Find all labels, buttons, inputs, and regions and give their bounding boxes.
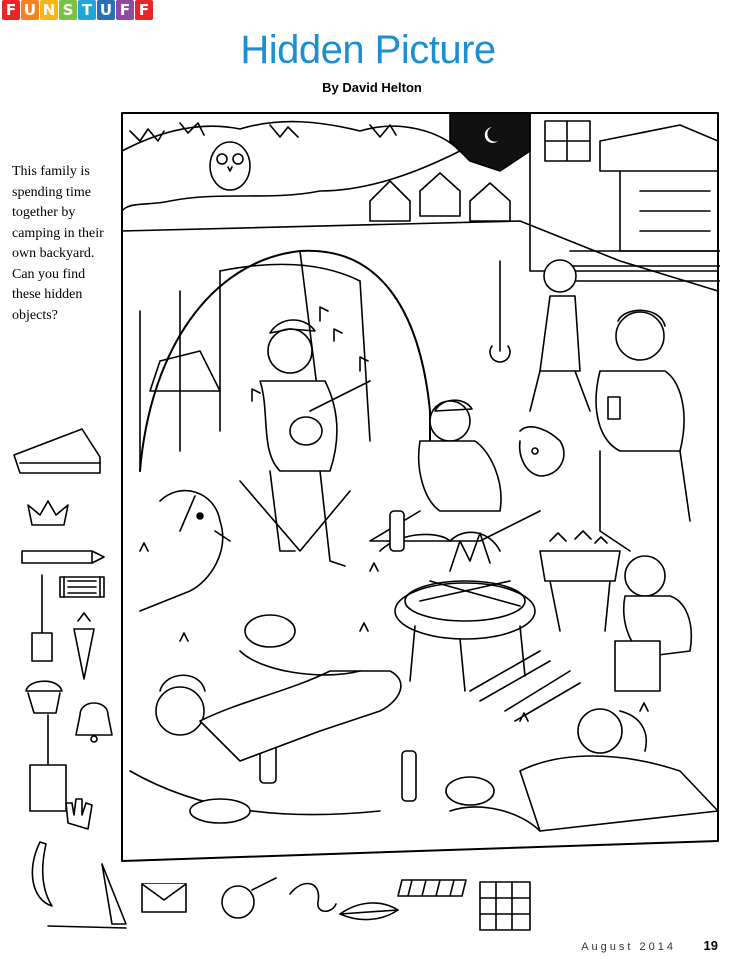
hidden-objects-column: [13, 428, 113, 830]
camping-scene-illustration: [121, 112, 720, 862]
bell-icon: [75, 702, 113, 743]
brand-letter: F: [2, 0, 20, 20]
page-title: Hidden Picture: [240, 28, 496, 72]
shovel-icon: [31, 574, 53, 662]
paintbrush-icon: [29, 714, 67, 812]
crown-icon: [27, 500, 69, 526]
leaf-icon: [339, 902, 399, 921]
brand-letter: U: [21, 0, 39, 20]
carrot-icon: [73, 612, 95, 680]
hidden-objects-row: [31, 841, 531, 931]
pie-slice-icon: [13, 428, 101, 474]
banana-icon: [31, 841, 53, 907]
cupcake-icon: [25, 680, 63, 714]
page-number: 19: [703, 938, 718, 953]
envelope-icon: [141, 883, 187, 913]
brand-letter: F: [116, 0, 134, 20]
intro-text: This family is spending time together by…: [12, 164, 104, 323]
brand-letter: T: [78, 0, 96, 20]
pencil-icon: [21, 550, 105, 564]
byline: By David Helton: [322, 80, 422, 95]
brand-letter: U: [97, 0, 115, 20]
glove-icon: [65, 798, 93, 830]
magnifying-glass-icon: [221, 877, 277, 919]
brand-letter: S: [59, 0, 77, 20]
issue-date: August 2014: [581, 941, 676, 953]
party-hat-icon: [47, 863, 127, 929]
waffle-icon: [479, 881, 531, 931]
spool-icon: [59, 576, 105, 598]
comb-icon: [397, 879, 467, 897]
brand-letter: N: [40, 0, 58, 20]
ribbon-icon: [289, 882, 337, 913]
brand-letter: F: [135, 0, 153, 20]
